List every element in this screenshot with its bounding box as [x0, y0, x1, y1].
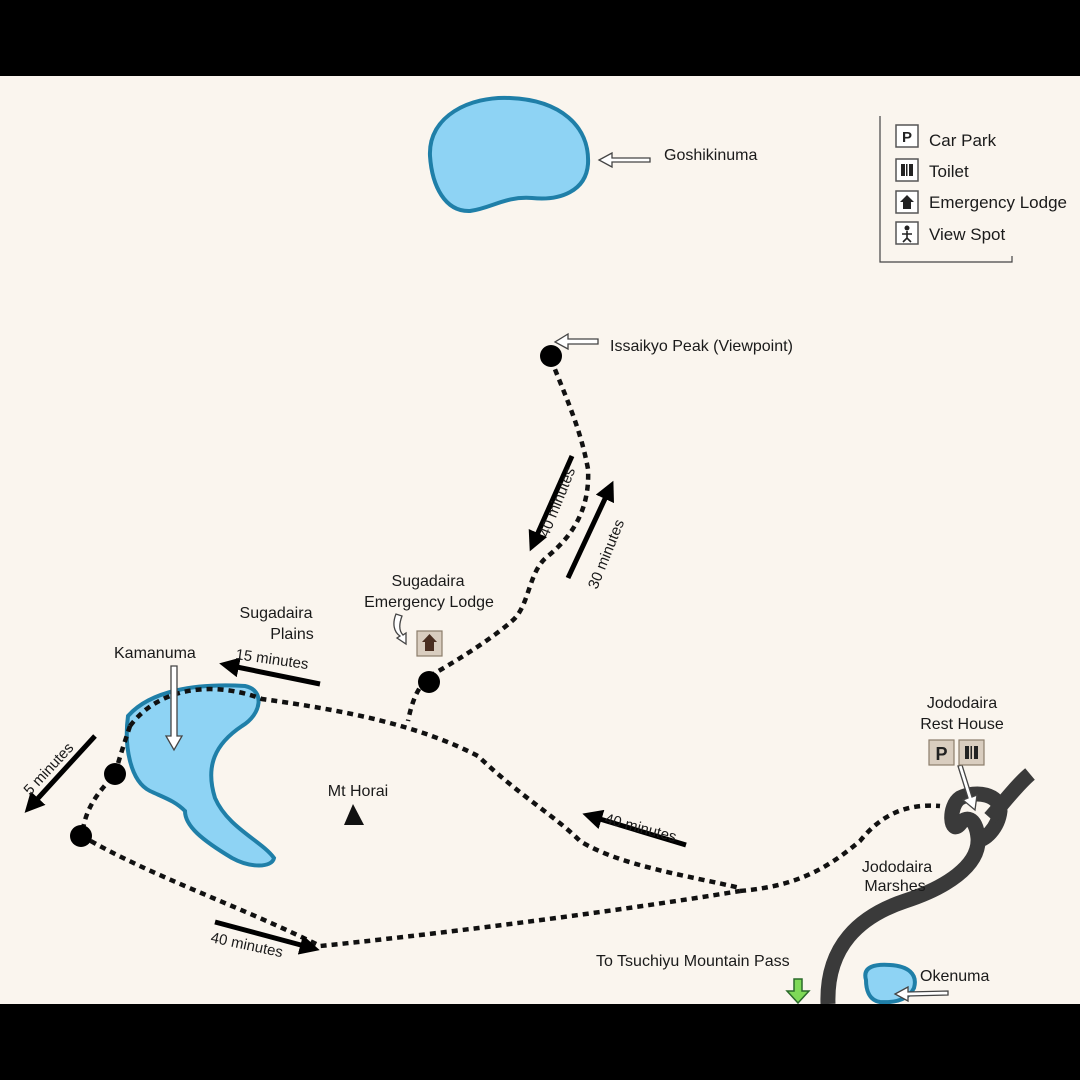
pointer-sugadaira-lodge	[393, 613, 407, 646]
arrow-issaikyo-down	[528, 454, 575, 552]
time-south: 40 minutes	[209, 929, 284, 961]
arrow-plains	[219, 657, 321, 687]
mt-horai-icon	[344, 804, 364, 825]
legend-emergency-lodge-label: Emergency Lodge	[929, 193, 1067, 212]
emergency-lodge-icon	[416, 630, 443, 657]
legend-toilet-label: Toilet	[929, 162, 969, 181]
pointer-jododaira-rest	[957, 764, 978, 812]
legend-emergency-lodge-icon	[895, 190, 919, 214]
map-canvas: P Goshikinuma Issaikyo Peak (Viewpoint) …	[20, 95, 1067, 1005]
trail-plains-to-marshes	[128, 686, 741, 891]
label-jododaira-marshes-1: Jododaira	[862, 859, 932, 876]
car-park-symbol: P	[935, 744, 947, 764]
pointer-okenuma	[893, 985, 949, 1003]
goshikinuma-lake	[427, 95, 591, 214]
trail-marshes-to-rest-house	[739, 803, 941, 894]
label-jododaira-rest-2: Rest House	[920, 716, 1004, 733]
pointer-goshikinuma	[597, 151, 651, 169]
label-jododaira-marshes-2: Marshes	[864, 878, 925, 895]
kamanuma-south-marker	[70, 825, 92, 847]
toilet-icon	[958, 739, 985, 766]
legend-view-spot-label: View Spot	[929, 225, 1006, 244]
legend: P Car Park Toilet Emergency Lodge View S…	[879, 116, 1067, 263]
issaikyo-peak-marker	[540, 345, 562, 367]
sugadaira-junction-marker	[418, 671, 440, 693]
trail-kamanuma-loop	[79, 725, 741, 949]
trail-issaikyo	[405, 358, 591, 722]
label-goshikinuma: Goshikinuma	[664, 147, 757, 164]
kamanuma-west-marker	[104, 763, 126, 785]
label-issaikyo-peak: Issaikyo Peak (Viewpoint)	[610, 338, 793, 355]
label-mt-horai: Mt Horai	[328, 783, 388, 800]
label-kamanuma: Kamanuma	[114, 645, 196, 662]
label-jododaira-rest-1: Jododaira	[927, 695, 997, 712]
pointer-issaikyo	[553, 332, 599, 351]
arrow-kamanuma-west	[24, 734, 97, 813]
legend-car-park-label: Car Park	[929, 131, 997, 150]
kamanuma-lake	[124, 683, 277, 868]
letterbox-top	[0, 0, 1080, 76]
pointer-kamanuma	[164, 665, 184, 752]
legend-car-park-icon: P	[895, 124, 919, 148]
label-sugadaira-lodge-2: Emergency Lodge	[364, 594, 494, 611]
time-marsh: 40 minutes	[603, 810, 678, 845]
legend-car-park-symbol: P	[902, 129, 912, 146]
letterbox-bottom	[0, 1004, 1080, 1080]
label-sugadaira-plains-1: Sugadaira	[240, 605, 313, 622]
exit-arrow-tsuchiyu	[785, 978, 811, 1005]
trail-map: P Goshikinuma Issaikyo Peak (Viewpoint) …	[0, 76, 1080, 1005]
legend-view-spot-icon	[895, 221, 919, 245]
label-tsuchiyu-pass: To Tsuchiyu Mountain Pass	[596, 953, 790, 970]
road-branch	[984, 768, 1035, 823]
label-sugadaira-plains-2: Plains	[270, 626, 314, 643]
arrow-issaikyo-up	[565, 480, 614, 580]
legend-toilet-icon	[895, 158, 919, 182]
car-park-icon: P	[928, 739, 955, 766]
label-sugadaira-lodge-1: Sugadaira	[392, 573, 465, 590]
label-okenuma: Okenuma	[920, 968, 989, 985]
arrow-south	[214, 919, 320, 955]
arrow-marsh	[582, 809, 687, 848]
